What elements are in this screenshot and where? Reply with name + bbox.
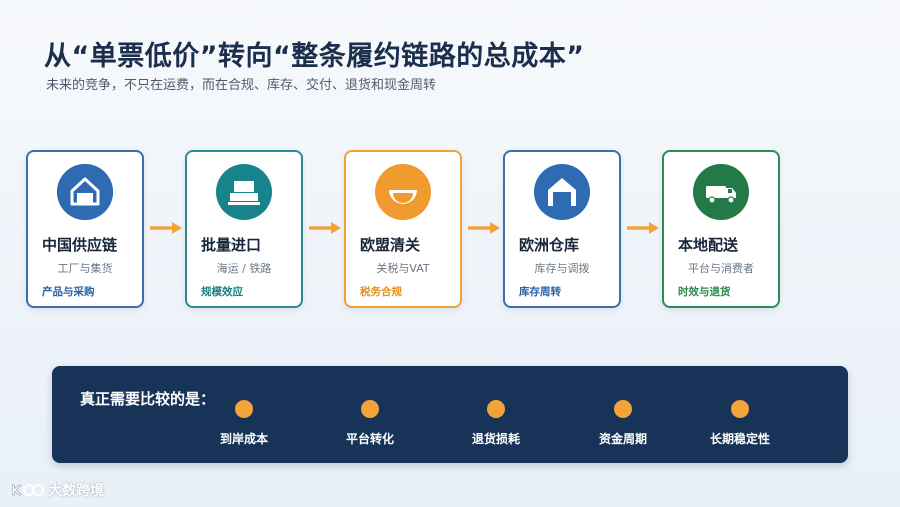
- delivery-van-icon: [693, 164, 749, 220]
- step-card-china-supply: 中国供应链 工厂与集货 产品与采购: [26, 150, 144, 308]
- warehouse-icon: [534, 164, 590, 220]
- step-tag: 税务合规: [360, 286, 402, 298]
- brand-logo-icon: K: [10, 480, 44, 500]
- factor-item: 到岸成本: [199, 400, 289, 450]
- step-desc: 关税与VAT: [376, 262, 430, 275]
- factor-item: 退货损耗: [451, 400, 541, 450]
- bullet-dot-icon: [731, 400, 749, 418]
- comparison-label: 真正需要比较的是：: [80, 390, 216, 408]
- step-name: 本地配送: [678, 236, 739, 254]
- factory-house-icon: [57, 164, 113, 220]
- factor-item: 资金周期: [578, 400, 668, 450]
- factor-item: 平台转化: [325, 400, 415, 450]
- step-desc: 平台与消费者: [688, 262, 754, 275]
- watermark: K 大数跨境: [10, 479, 104, 501]
- step-name: 欧盟清关: [360, 236, 421, 254]
- step-tag: 产品与采购: [42, 286, 95, 298]
- svg-text:K: K: [11, 484, 22, 499]
- factor-label: 到岸成本: [219, 432, 268, 446]
- arrow-right-icon: [625, 220, 661, 236]
- factor-label: 资金周期: [598, 432, 647, 446]
- bullet-dot-icon: [487, 400, 505, 418]
- bullet-dot-icon: [361, 400, 379, 418]
- arrow-right-icon: [148, 220, 184, 236]
- step-name: 中国供应链: [42, 236, 118, 254]
- step-card-eu-warehouse: 欧洲仓库 库存与调拨 库存周转: [503, 150, 621, 308]
- step-desc: 库存与调拨: [534, 262, 590, 275]
- step-tag: 规模效应: [201, 286, 243, 298]
- step-desc: 海运 / 铁路: [216, 262, 272, 275]
- page-title: 从“单票低价”转向“整条履约链路的总成本”: [44, 41, 585, 72]
- step-name: 欧洲仓库: [519, 236, 580, 254]
- step-desc: 工厂与集货: [57, 262, 113, 275]
- page-subtitle: 未来的竞争，不只在运费，而在合规、库存、交付、退货和现金周转: [46, 78, 437, 93]
- arrow-right-icon: [307, 220, 343, 236]
- watermark-text: 大数跨境: [48, 483, 104, 499]
- step-card-bulk-import: 批量进口 海运 / 铁路 规模效应: [185, 150, 303, 308]
- arrow-right-icon: [466, 220, 502, 236]
- comparison-panel: 真正需要比较的是： 到岸成本 平台转化 退货损耗 资金周期 长期稳定性: [52, 366, 848, 463]
- step-name: 批量进口: [201, 236, 262, 254]
- step-card-eu-customs: 欧盟清关 关税与VAT 税务合规: [344, 150, 462, 308]
- step-card-local-delivery: 本地配送 平台与消费者 时效与退货: [662, 150, 780, 308]
- container-icon: [216, 164, 272, 220]
- step-tag: 库存周转: [519, 286, 561, 298]
- fulfillment-flow: 中国供应链 工厂与集货 产品与采购 批量进口 海运 / 铁路 规模效应: [26, 150, 786, 308]
- bullet-dot-icon: [614, 400, 632, 418]
- factor-item: 长期稳定性: [695, 400, 785, 450]
- factor-label: 退货损耗: [471, 432, 520, 446]
- customs-seal-icon: [375, 164, 431, 220]
- step-tag: 时效与退货: [678, 286, 731, 298]
- factor-label: 平台转化: [345, 432, 394, 446]
- bullet-dot-icon: [235, 400, 253, 418]
- factor-label: 长期稳定性: [709, 432, 770, 446]
